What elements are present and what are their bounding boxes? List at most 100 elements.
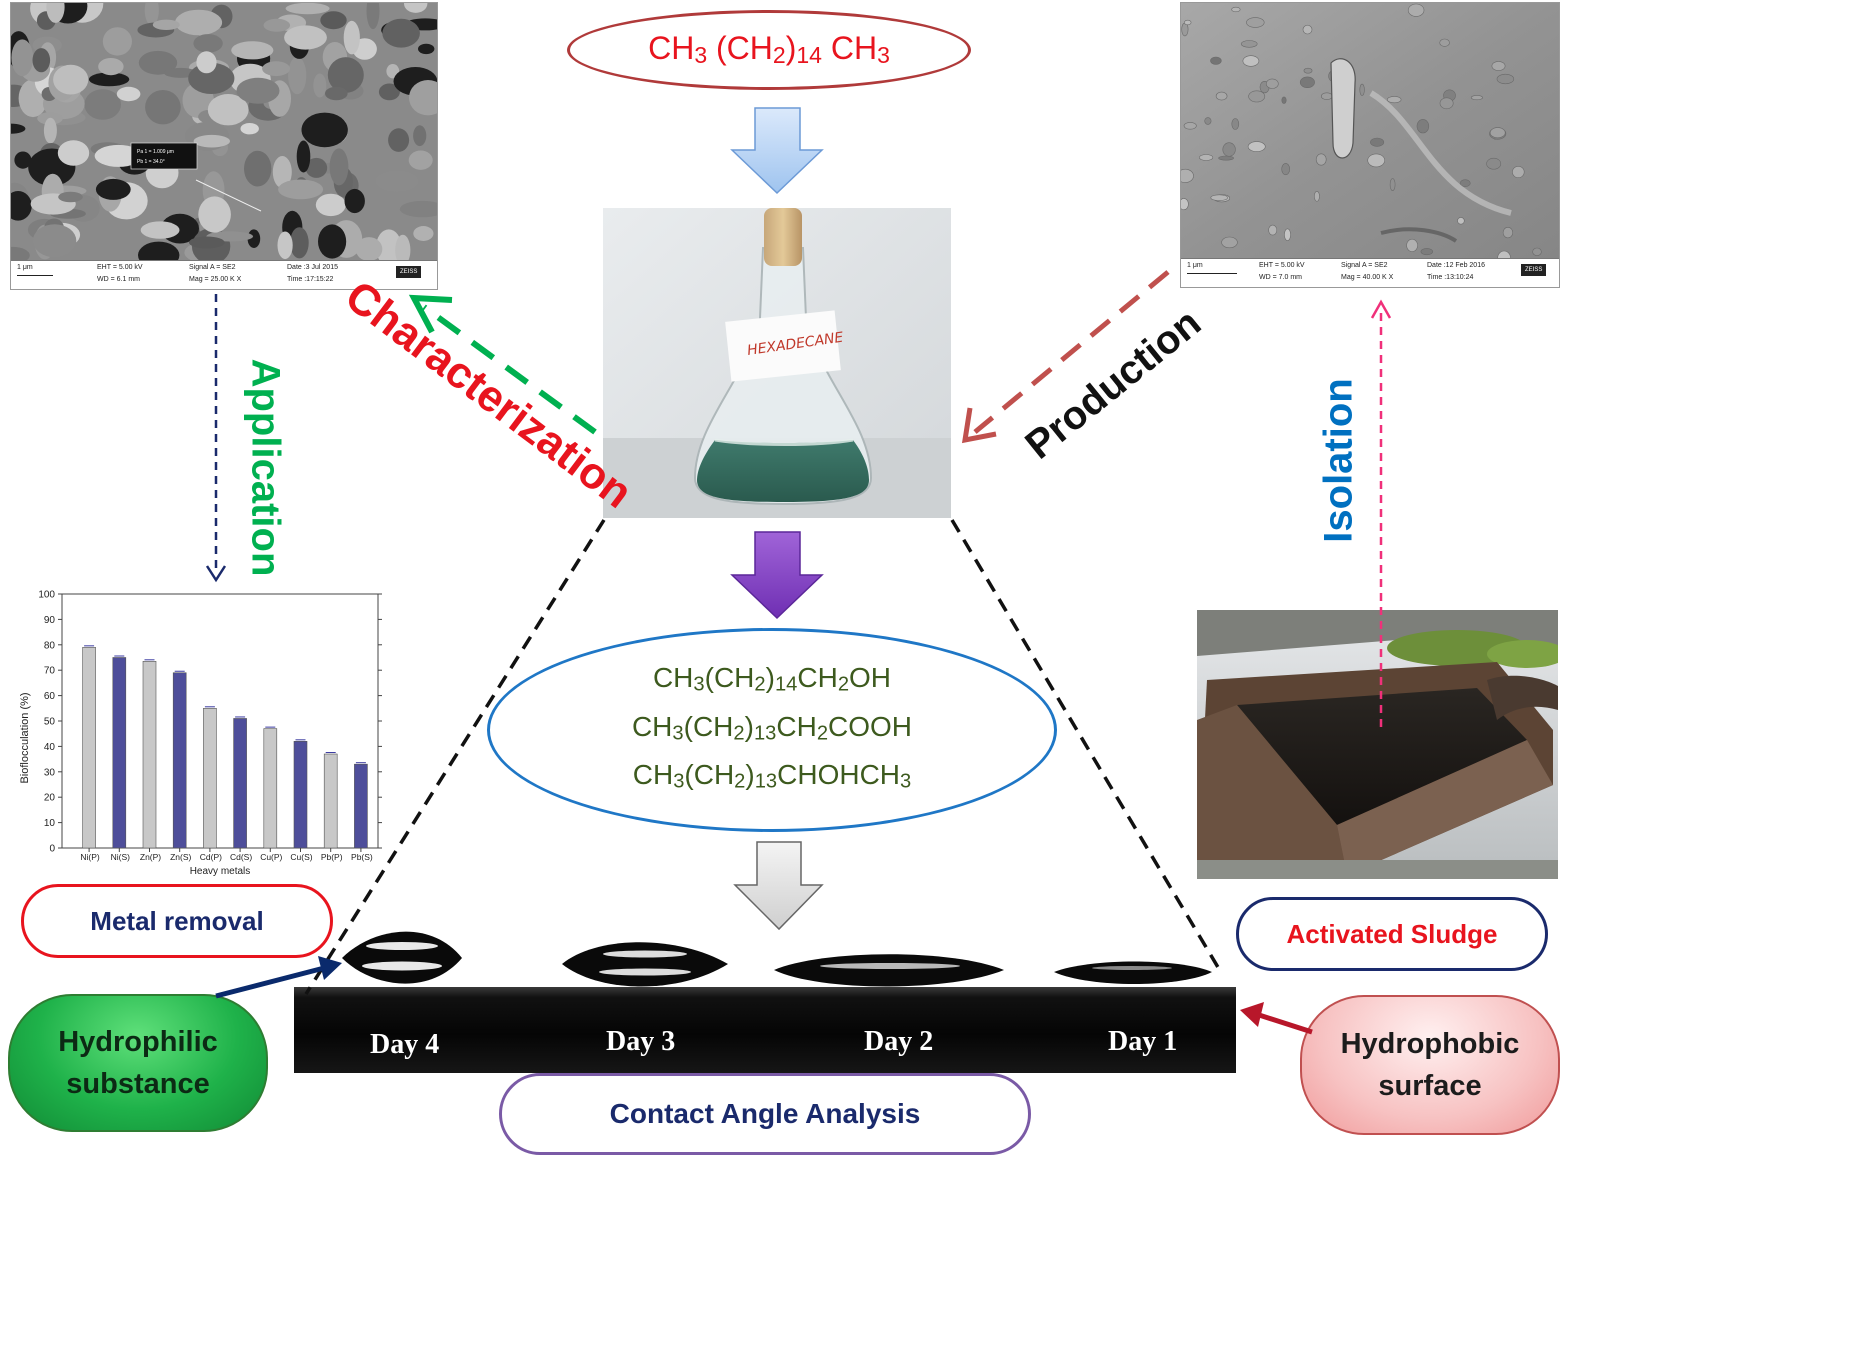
day-2-label: Day 2 xyxy=(864,1026,934,1057)
sem-left-measure2: Pb 1 = 34.0° xyxy=(137,159,165,165)
sem-surface-feature xyxy=(1221,236,1238,249)
sem-right-mag: Mag = 40.00 K X xyxy=(1341,274,1394,281)
sem-grain xyxy=(95,178,131,200)
metal-removal-label: Metal removal xyxy=(21,884,333,958)
characterization-arrowhead xyxy=(408,294,453,334)
y-tick-label: 30 xyxy=(44,767,56,778)
sem-grain xyxy=(236,77,280,104)
x-tick-label: Cu(P) xyxy=(260,852,282,862)
day-3-label: Day 3 xyxy=(606,1026,676,1057)
sem-surface-feature xyxy=(1183,122,1197,130)
sem-right-time: Time :13:10:24 xyxy=(1427,274,1474,281)
sem-image-left: Pa 1 = 1.009 μm Pb 1 = 34.0° 1 μm EHT = … xyxy=(10,2,438,290)
y-tick-label: 0 xyxy=(49,844,55,855)
bioflocculation-bar-chart: Bioflocculation (%) Heavy metals 0102030… xyxy=(19,590,382,877)
sem-surface-feature xyxy=(1387,96,1402,104)
down-arrow-grey xyxy=(733,841,824,931)
sem-surface-feature xyxy=(1281,163,1290,176)
x-tick-label: Zn(S) xyxy=(170,852,191,862)
x-tick-label: Zn(P) xyxy=(140,852,161,862)
sem-left-signal: Signal A = SE2 xyxy=(189,264,236,271)
sem-grain xyxy=(138,50,178,75)
sem-surface-feature xyxy=(1215,91,1228,101)
sem-grain xyxy=(240,123,259,135)
day-4-label: Day 4 xyxy=(370,1029,440,1060)
sem-grain xyxy=(277,231,293,260)
y-tick-label: 80 xyxy=(44,640,56,651)
x-tick-label: Pb(S) xyxy=(351,852,373,862)
sem-grain xyxy=(382,18,420,48)
down-arrow-purple xyxy=(730,531,824,620)
sem-grain xyxy=(395,234,411,261)
sem-surface-feature xyxy=(1512,166,1525,179)
sem-grain xyxy=(207,94,249,126)
sem-left-scale: 1 μm xyxy=(17,264,33,271)
sem-surface-feature xyxy=(1497,250,1511,259)
isolation-arrowhead xyxy=(1370,299,1392,319)
application-arrowhead xyxy=(205,565,227,583)
sem-grain xyxy=(188,62,235,94)
sem-surface-feature xyxy=(1303,67,1313,74)
sem-grain xyxy=(262,61,291,77)
sem-surface-feature xyxy=(1199,154,1214,161)
sem-grain xyxy=(193,34,223,53)
sem-surface-feature xyxy=(1489,127,1506,139)
sem-surface-feature xyxy=(1406,238,1418,252)
y-tick-label: 10 xyxy=(44,818,56,829)
hydrophilic-pointer-head xyxy=(318,956,342,980)
sem-grain xyxy=(84,89,121,120)
sem-surface-feature xyxy=(1284,228,1291,241)
isolation-label: Isolation xyxy=(1316,378,1361,543)
sem-grain xyxy=(88,72,130,87)
sem-surface-feature xyxy=(1389,178,1396,191)
sem-grain xyxy=(196,51,217,74)
sem-left-mag: Mag = 25.00 K X xyxy=(189,276,242,283)
sem-surface-feature xyxy=(1302,24,1313,35)
sem-surface-feature xyxy=(1299,76,1315,89)
product-acid: CH3(CH2)13CH2COOH xyxy=(631,710,913,745)
sem-grain xyxy=(325,86,348,101)
sem-grain xyxy=(102,27,132,56)
y-tick-label: 90 xyxy=(44,615,56,626)
sem-surface-feature xyxy=(1359,83,1365,96)
sem-surface-feature xyxy=(1268,224,1278,236)
sem-surface-feature xyxy=(1248,90,1266,103)
sem-grain xyxy=(11,191,32,221)
sem-surface-feature xyxy=(1281,96,1287,104)
sem-grain xyxy=(388,128,410,152)
hexadecane-formula: CH3 (CH2)14 CH3 xyxy=(648,30,890,69)
x-tick-label: Ni(S) xyxy=(111,852,131,862)
contact-angle-strip: Day 4 Day 3 Day 2 Day 1 xyxy=(294,987,1236,1073)
sem-grain xyxy=(278,179,324,200)
sem-grain xyxy=(404,3,428,13)
x-tick-label: Cd(S) xyxy=(230,852,252,862)
sem-right-databar: 1 μm EHT = 5.00 kV WD = 7.0 mm Signal A … xyxy=(1181,258,1559,287)
sem-surface-feature xyxy=(1247,141,1266,152)
sem-grain xyxy=(188,236,225,249)
sem-grain xyxy=(11,123,26,134)
sem-grain xyxy=(313,73,327,98)
sem-surface-feature xyxy=(1439,97,1454,110)
droplet-day-2 xyxy=(774,954,1004,987)
sem-grain xyxy=(57,140,90,166)
sem-grain xyxy=(175,9,223,36)
sem-surface-feature xyxy=(1266,78,1279,89)
droplet-day-3 xyxy=(562,942,728,987)
sem-grain xyxy=(413,125,427,147)
activated-sludge-label: Activated Sludge xyxy=(1236,897,1548,971)
sem-surface-feature xyxy=(1315,153,1327,166)
sem-grain xyxy=(375,229,402,261)
sem-grain xyxy=(193,134,230,148)
sem-grain xyxy=(11,39,34,77)
sem-left-measure1: Pa 1 = 1.009 μm xyxy=(137,149,174,155)
sem-grain xyxy=(375,170,419,192)
y-tick-label: 50 xyxy=(44,717,56,728)
sem-grain xyxy=(247,229,261,248)
sem-right-brand: ZEISS xyxy=(1521,264,1547,276)
sem-texture-left: Pa 1 = 1.009 μm Pb 1 = 34.0° xyxy=(11,3,437,261)
sem-surface-feature xyxy=(1502,227,1514,239)
x-tick-label: Cd(P) xyxy=(200,852,222,862)
sem-surface-feature xyxy=(1407,3,1425,17)
y-tick-label: 60 xyxy=(44,691,56,702)
